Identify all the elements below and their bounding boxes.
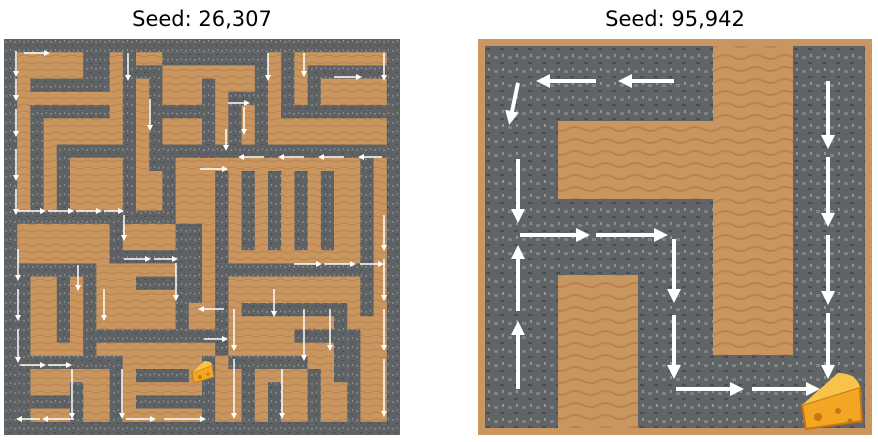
maze-right [478, 39, 872, 435]
panel-title-left: Seed: 26,307 [4, 4, 400, 34]
maze-left [4, 39, 400, 435]
panel-title-right: Seed: 95,942 [478, 4, 872, 34]
